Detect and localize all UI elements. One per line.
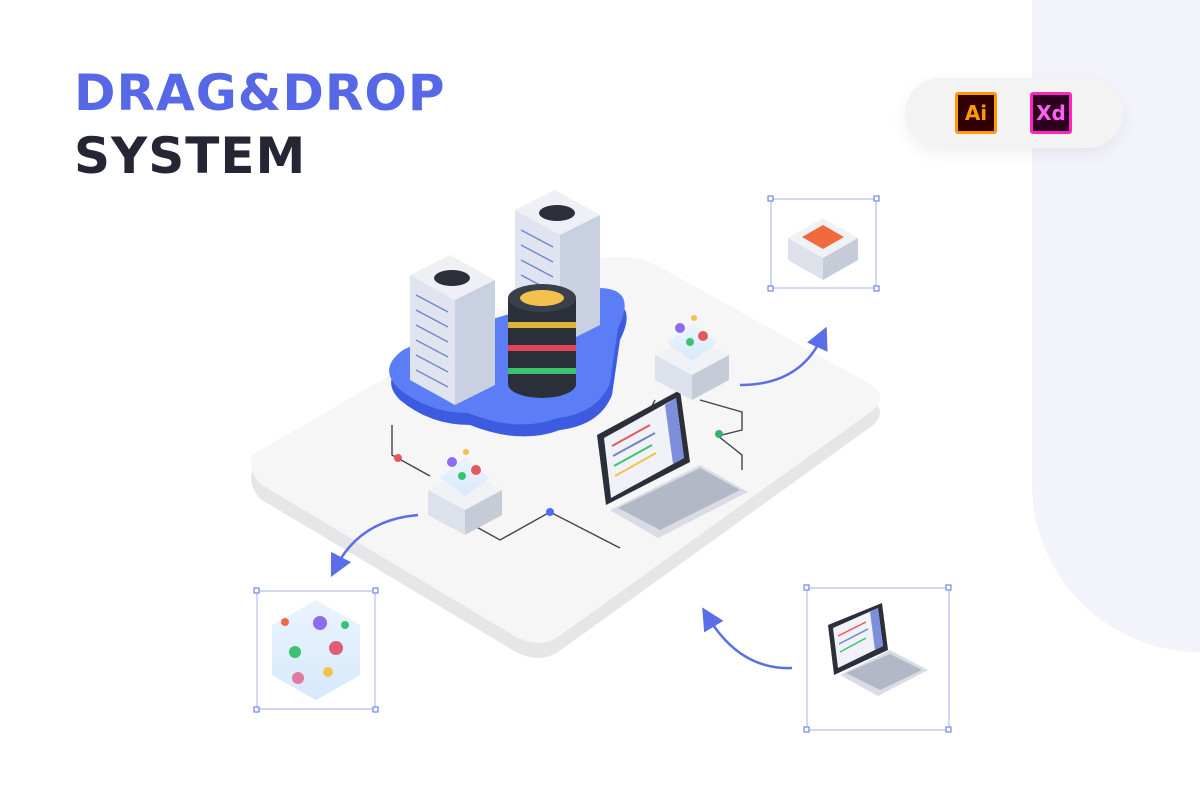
chip-icon bbox=[788, 218, 858, 280]
node-blue bbox=[546, 508, 554, 516]
server-rack-icon bbox=[410, 255, 495, 405]
page-title: DRAG&DROP SYSTEM bbox=[74, 66, 446, 184]
server-box-icon bbox=[428, 449, 502, 535]
cubes-icon bbox=[272, 600, 360, 700]
drag-arrow bbox=[739, 326, 828, 387]
database-icon bbox=[508, 284, 576, 398]
title-line-1: DRAG&DROP bbox=[74, 64, 446, 122]
server-box-icon bbox=[655, 315, 729, 400]
node-green bbox=[715, 430, 723, 438]
selection-frame[interactable] bbox=[253, 587, 379, 713]
laptop-icon bbox=[828, 603, 928, 696]
selection-frame[interactable] bbox=[767, 195, 880, 292]
drag-arrow bbox=[702, 607, 793, 670]
drag-arrow bbox=[330, 513, 419, 578]
title-line-2: SYSTEM bbox=[74, 127, 307, 185]
adobe-xd-icon: Xd bbox=[1030, 92, 1072, 134]
node-red bbox=[394, 454, 402, 462]
laptop-icon bbox=[597, 390, 748, 538]
adobe-illustrator-icon: Ai bbox=[955, 92, 997, 134]
selection-frame[interactable] bbox=[803, 584, 952, 733]
app-badges: Ai Xd bbox=[905, 78, 1123, 148]
